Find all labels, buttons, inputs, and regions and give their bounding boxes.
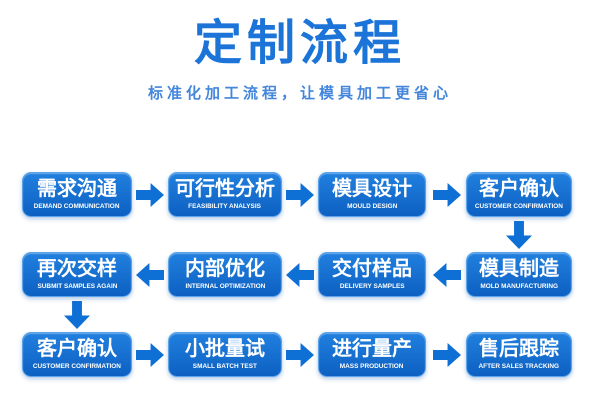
step-label-cn: 模具制造 bbox=[479, 258, 559, 280]
flow-step-demand-communication: 需求沟通 DEMAND COMMUNICATION bbox=[22, 172, 132, 217]
step-label-en: DELIVERY SAMPLES bbox=[339, 283, 405, 290]
step-label-en: CUSTOMER CONFIRMATION bbox=[474, 203, 564, 210]
arrow-right-icon bbox=[136, 343, 164, 367]
step-label-cn: 客户确认 bbox=[479, 178, 559, 200]
arrow-down-icon bbox=[506, 221, 532, 249]
flow-step-mold-manufacturing: 模具制造 MOLD MANUFACTURING bbox=[466, 252, 572, 297]
arrow-right-icon bbox=[433, 183, 461, 207]
flow-step-mould-design: 模具设计 MOULD DESIGN bbox=[318, 172, 426, 217]
step-label-en: FEASIBILITY ANALYSIS bbox=[188, 203, 262, 210]
step-label-cn: 交付样品 bbox=[332, 258, 412, 280]
step-label-en: SMALL BATCH TEST bbox=[192, 363, 258, 370]
page-subtitle: 标准化加工流程，让模具加工更省心 bbox=[147, 84, 452, 102]
step-label-cn: 进行量产 bbox=[332, 338, 412, 360]
flow-step-feasibility-analysis: 可行性分析 FEASIBILITY ANALYSIS bbox=[168, 172, 282, 217]
header: 定制流程 标准化加工流程，让模具加工更省心 bbox=[0, 0, 600, 103]
step-label-en: SUBMIT SAMPLES AGAIN bbox=[37, 283, 117, 290]
arrow-down-icon bbox=[64, 301, 90, 329]
arrow-right-icon bbox=[286, 343, 314, 367]
step-label-en: CUSTOMER CONFIRMATION bbox=[32, 363, 122, 370]
step-label-en: DEMAND COMMUNICATION bbox=[34, 203, 120, 210]
step-label-cn: 模具设计 bbox=[332, 178, 412, 200]
step-label-cn: 再次交样 bbox=[37, 258, 117, 280]
arrow-left-icon bbox=[433, 263, 461, 287]
flow-step-delivery-samples: 交付样品 DELIVERY SAMPLES bbox=[318, 252, 426, 297]
flow-step-after-sales-tracking: 售后跟踪 AFTER SALES TRACKING bbox=[466, 332, 572, 377]
flow-step-customer-confirmation-2: 客户确认 CUSTOMER CONFIRMATION bbox=[22, 332, 132, 377]
step-label-cn: 售后跟踪 bbox=[479, 338, 559, 360]
step-label-cn: 小批量试 bbox=[185, 338, 265, 360]
flow-step-customer-confirmation-1: 客户确认 CUSTOMER CONFIRMATION bbox=[466, 172, 572, 217]
step-label-en: MOLD MANUFACTURING bbox=[480, 283, 558, 290]
step-label-en: MOULD DESIGN bbox=[346, 203, 398, 210]
flow-step-submit-samples-again: 再次交样 SUBMIT SAMPLES AGAIN bbox=[22, 252, 132, 297]
flow-step-small-batch-test: 小批量试 SMALL BATCH TEST bbox=[168, 332, 282, 377]
step-label-cn: 内部优化 bbox=[185, 258, 265, 280]
arrow-right-icon bbox=[433, 343, 461, 367]
arrow-left-icon bbox=[286, 263, 314, 287]
flow-step-mass-production: 进行量产 MASS PRODUCTION bbox=[318, 332, 426, 377]
flow-step-internal-optimization: 内部优化 INTERNAL OPTIMIZATION bbox=[168, 252, 282, 297]
step-label-en: AFTER SALES TRACKING bbox=[478, 363, 560, 370]
step-label-cn: 可行性分析 bbox=[175, 178, 275, 200]
step-label-en: MASS PRODUCTION bbox=[340, 363, 404, 370]
arrow-right-icon bbox=[286, 183, 314, 207]
arrow-left-icon bbox=[136, 263, 164, 287]
step-label-cn: 需求沟通 bbox=[37, 178, 117, 200]
step-label-en: INTERNAL OPTIMIZATION bbox=[185, 283, 265, 290]
step-label-cn: 客户确认 bbox=[37, 338, 117, 360]
arrow-right-icon bbox=[136, 183, 164, 207]
page-title: 定制流程 bbox=[193, 17, 406, 70]
